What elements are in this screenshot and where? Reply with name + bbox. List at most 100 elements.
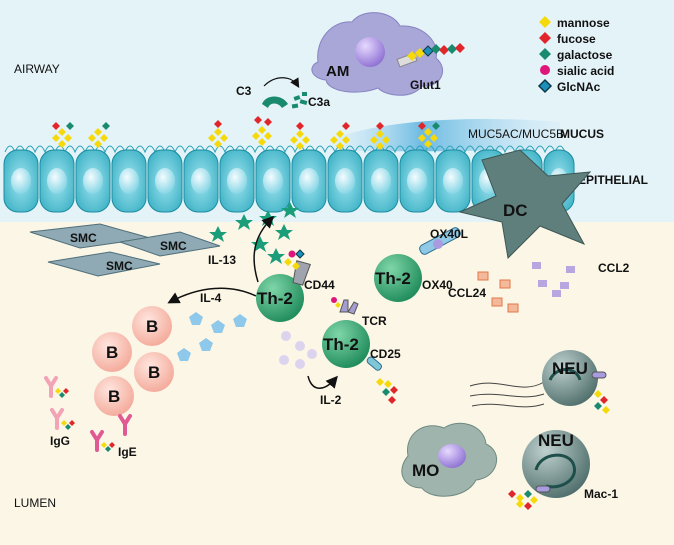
mo-nucleus: [438, 444, 466, 468]
glycan-legend: mannose fucose galactose sialic acid Glc…: [537, 16, 614, 94]
sialic-acid-swatch: [540, 65, 550, 75]
b-cell-label: B: [106, 343, 118, 362]
fucose-swatch: [539, 32, 551, 44]
mucus-layer: [330, 119, 560, 152]
mucus-label: MUCUS: [560, 127, 604, 141]
legend-item-sialic-acid: sialic acid: [540, 64, 614, 78]
cd44-label: CD44: [304, 278, 335, 292]
mo-label: MO: [412, 461, 439, 480]
neutrophil-lower: NEU Mac-1: [508, 430, 618, 510]
tcr-receptor: [339, 299, 359, 315]
neu-tail: [469, 381, 545, 408]
b-cell: [92, 332, 132, 372]
neu-upper-glycans: [594, 390, 610, 414]
legend-label-glcnac: GlcNAc: [557, 80, 601, 94]
legend-item-fucose: fucose: [539, 32, 596, 46]
neutrophil-upper: NEU: [469, 350, 610, 414]
c3a-label: C3a: [308, 95, 330, 109]
igg-antibody: [44, 376, 58, 398]
ccl24-chemokines: [477, 271, 519, 313]
mannose-swatch: [539, 16, 551, 28]
il2-cytokines: [279, 331, 317, 369]
smooth-muscle-cells: SMC SMC SMC: [29, 223, 221, 277]
epithelial-label: EPITHELIAL: [578, 173, 648, 187]
il4-arrow: [167, 287, 257, 304]
b-cell-label: B: [148, 363, 160, 382]
am-nucleus: [355, 37, 385, 67]
mucus-glycoprotein-label: MUC5AC/MUC5B: [468, 127, 564, 141]
tcr-label: TCR: [362, 314, 387, 328]
neu-cell-body: [522, 430, 590, 498]
smc-label: SMC: [106, 259, 133, 273]
cd25-label: CD25: [370, 347, 401, 361]
legend-label-fucose: fucose: [557, 32, 596, 46]
il13-arrow: [253, 215, 275, 283]
dendritic-cell: DC: [458, 149, 592, 260]
cd44-sialic: [288, 250, 296, 258]
lumen-label: LUMEN: [14, 496, 56, 510]
smc-cell: [119, 231, 221, 257]
b-cell: [94, 376, 134, 416]
th2-cell-body: [256, 274, 304, 322]
ccl2-label: CCL2: [598, 261, 630, 275]
c3-label: C3: [236, 84, 252, 98]
glcnac-swatch: [537, 78, 553, 94]
monocyte: MO: [401, 422, 497, 497]
airway-label: AIRWAY: [14, 62, 60, 76]
b-cell-label: B: [146, 317, 158, 336]
ccl2-chemokines: [532, 262, 575, 297]
ox40-label: OX40: [422, 278, 453, 292]
cd25-glycan-chain: [376, 378, 398, 404]
c3-arrow: [263, 77, 300, 89]
il13-label: IL-13: [208, 253, 236, 267]
igg-antibody: [50, 408, 64, 430]
legend-label-galactose: galactose: [557, 48, 613, 62]
c3a-fragments: [291, 92, 308, 109]
b-cell-cluster: B B B B: [92, 306, 174, 416]
ige-antibody: [118, 414, 132, 436]
neu-lower-label: NEU: [538, 431, 574, 450]
b-cell: [132, 306, 172, 346]
ox40l-knob: [433, 239, 443, 249]
mac1-label: Mac-1: [584, 487, 618, 501]
il4-label: IL-4: [200, 291, 222, 305]
th2-central-label: Th-2: [257, 289, 293, 308]
il2-arrow: [307, 375, 338, 389]
th2-tcr-label: Th-2: [323, 335, 359, 354]
smc-label: SMC: [160, 239, 187, 253]
legend-item-galactose: galactose: [539, 48, 613, 62]
mac1-receptor: [535, 485, 551, 493]
neu-nucleus: [548, 368, 582, 381]
ige-antibody: [90, 430, 104, 452]
alveolar-macrophage: AM Glut1: [311, 12, 465, 96]
smc-label: SMC: [70, 231, 97, 245]
dc-body: [458, 149, 592, 260]
ccl24-label: CCL24: [448, 286, 486, 300]
complement-c3: C3 C3a: [236, 77, 330, 109]
dc-label: DC: [503, 201, 528, 220]
igg-label: IgG: [50, 434, 70, 448]
th2-dc-label: Th-2: [375, 269, 411, 288]
ox40l-label: OX40L: [430, 227, 468, 241]
neu-cell-body: [542, 350, 598, 406]
cd25-receptor: [366, 356, 382, 371]
ige-antibodies: [90, 414, 132, 452]
legend-label-sialic-acid: sialic acid: [557, 64, 614, 78]
galactose-swatch: [539, 48, 551, 60]
glut1-glycan-chain: [407, 43, 465, 61]
c3-shape: [262, 96, 288, 108]
b-cell: [134, 352, 174, 392]
il2-label: IL-2: [320, 393, 342, 407]
smc-cell: [47, 251, 161, 277]
b-cell-label: B: [108, 387, 120, 406]
glut1-label: Glut1: [410, 78, 441, 92]
legend-label-mannose: mannose: [557, 16, 610, 30]
th2-cell-tcr: Th-2 TCR CD25: [322, 297, 401, 404]
igg-antibodies: [44, 376, 75, 430]
mac1-glycans: [508, 490, 538, 510]
ige-label: IgE: [118, 445, 137, 459]
legend-item-mannose: mannose: [539, 16, 610, 30]
th2-cell-central: Th-2 CD44: [256, 249, 335, 322]
neu-upper-label: NEU: [552, 359, 588, 378]
